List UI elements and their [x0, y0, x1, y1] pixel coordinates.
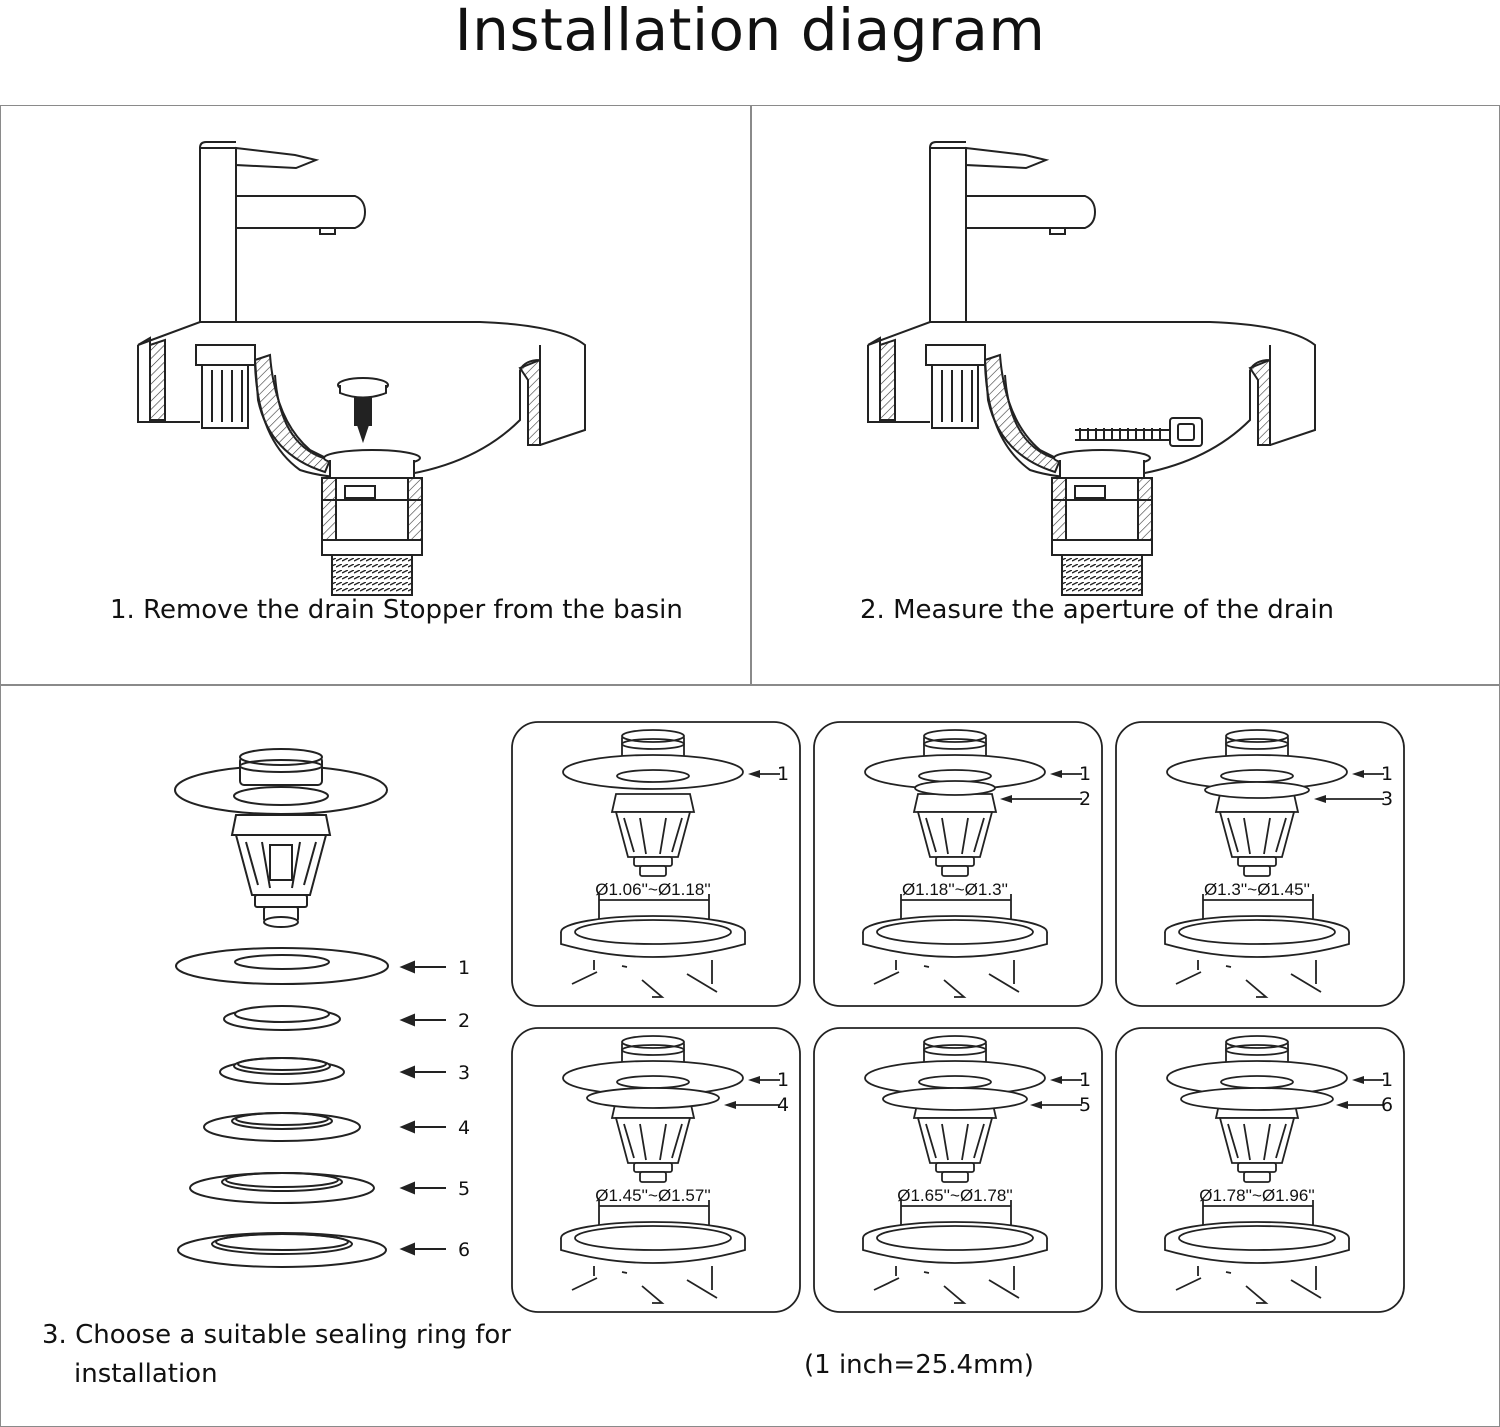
aperture-range: Ø1.06''~Ø1.18'' [595, 880, 711, 899]
ring-6 [177, 1232, 387, 1268]
sink-illustration-2 [867, 141, 1316, 596]
ring-number: 4 [458, 1117, 470, 1139]
ring-1 [175, 947, 389, 985]
step-2-caption: 2. Measure the aperture of the drain [860, 595, 1335, 625]
card-ring-number: 1 [1079, 763, 1091, 785]
card-labels: 1 1 2 1 3 1 4 1 5 1 6 Ø1.06''~Ø1.18'' Ø1… [595, 763, 1393, 1205]
ruler-icon [1075, 417, 1203, 447]
ring-2 [223, 1005, 341, 1031]
ring-number: 2 [458, 1010, 470, 1032]
config-card-1 [511, 721, 801, 1007]
drain-stopper-icon [337, 377, 389, 444]
aperture-range: Ø1.3''~Ø1.45'' [1204, 880, 1310, 899]
card-ring-number: 6 [1381, 1094, 1393, 1116]
card-ring-number: 1 [1079, 1069, 1091, 1091]
card-ring-number: 4 [777, 1094, 789, 1116]
ring-list [175, 947, 389, 1268]
step-3-caption-line-2: installation [74, 1359, 218, 1389]
config-card-2 [813, 721, 1103, 1007]
ring-leaders [399, 960, 446, 1256]
ring-4 [203, 1112, 361, 1142]
aperture-range: Ø1.45''~Ø1.57'' [595, 1186, 711, 1205]
aperture-range: Ø1.65''~Ø1.78'' [897, 1186, 1013, 1205]
stopper-assembly [174, 748, 388, 928]
aperture-range: Ø1.18''~Ø1.3'' [902, 880, 1008, 899]
ring-number: 3 [458, 1062, 470, 1084]
card-ring-number: 5 [1079, 1094, 1091, 1116]
unit-conversion-note: (1 inch=25.4mm) [804, 1350, 1034, 1380]
card-ring-number: 3 [1381, 788, 1393, 810]
ring-3 [219, 1057, 345, 1085]
ring-number: 1 [458, 957, 470, 979]
card-ring-number: 1 [1381, 763, 1393, 785]
card-ring-number: 1 [1381, 1069, 1393, 1091]
page-title: Installation diagram [454, 0, 1046, 64]
ring-number: 6 [458, 1239, 470, 1261]
config-card-4 [511, 1027, 801, 1313]
ring-numbers: 1 2 3 4 5 6 [458, 957, 470, 1261]
sink-illustration-1 [137, 141, 586, 596]
card-ring-number: 1 [777, 1069, 789, 1091]
panel-step-1 [0, 105, 752, 686]
ring-5 [189, 1172, 375, 1204]
aperture-range: Ø1.78''~Ø1.96'' [1199, 1186, 1315, 1205]
config-card-5 [813, 1027, 1103, 1313]
card-ring-number: 2 [1079, 788, 1091, 810]
ring-number: 5 [458, 1178, 470, 1200]
card-ring-number: 1 [777, 763, 789, 785]
config-card-3 [1115, 721, 1405, 1007]
config-card-6 [1115, 1027, 1405, 1313]
step-1-caption: 1. Remove the drain Stopper from the bas… [110, 595, 683, 625]
step-3-caption-line-1: 3. Choose a suitable sealing ring for [42, 1320, 511, 1350]
